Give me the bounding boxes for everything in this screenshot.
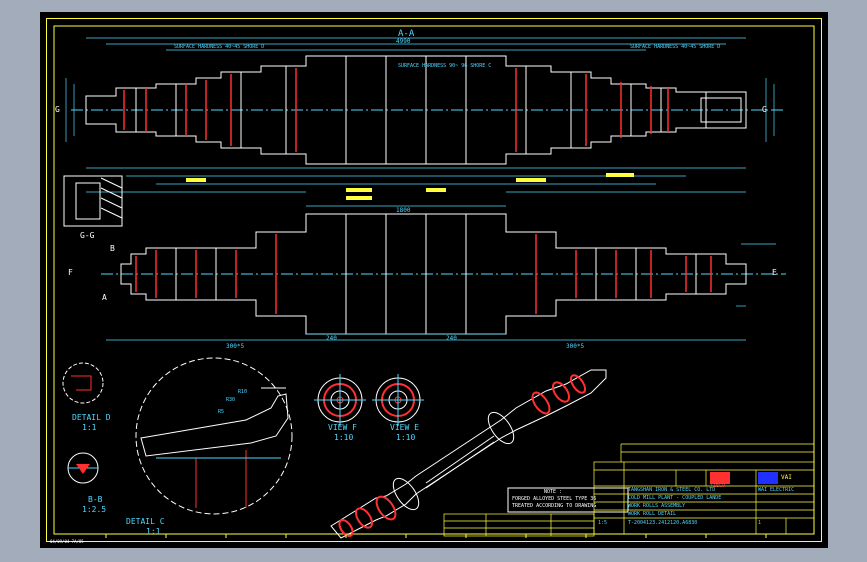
status-stamp: 04/09/04 7A/85 xyxy=(50,539,84,544)
segment1-dim: 240 xyxy=(326,335,337,342)
company-left-name: TIECO xyxy=(710,483,726,489)
drawing-scale: 1:5 xyxy=(598,520,608,526)
left-length-dim: 300*5 xyxy=(226,343,245,350)
title-block-frame xyxy=(593,443,815,535)
company-right-name: VAI xyxy=(781,474,792,481)
detail-d-scale: 1:1 xyxy=(82,423,97,432)
section-bb xyxy=(67,452,99,484)
section-g-right: G xyxy=(762,105,767,114)
section-bb-scale: 1:2.5 xyxy=(82,505,107,514)
view-f-scale: 1:10 xyxy=(334,433,354,442)
shaft-side-grooves xyxy=(135,234,712,314)
view-e-drawing xyxy=(372,374,424,426)
note-line1: FORGED ALLOYED STEEL TYPE 36 xyxy=(512,496,597,502)
client-name: WAI ELECTRIC xyxy=(758,487,795,493)
cad-drawing xyxy=(46,18,822,542)
view-f-drawing xyxy=(314,374,366,426)
hardness-note-right: SURFACE HARDNESS 40~45 SHORE D xyxy=(630,44,721,50)
sheet-outer-frame xyxy=(46,18,822,542)
section-e-marker: E xyxy=(772,268,777,277)
title-line2: COLD MILL PLANT - COUPLED LANDE xyxy=(628,495,722,501)
side-dimension-lines xyxy=(106,205,776,341)
detail-c-scale: 1:1 xyxy=(146,527,161,536)
drawing-sheet: A-A 4990 SURFACE HARDNESS 40~45 SHORE D … xyxy=(46,18,822,544)
note-line2: TREATED ACCORDING TO DRAWING xyxy=(512,503,597,509)
detail-c-view xyxy=(135,357,293,515)
frame-ticks xyxy=(105,534,767,538)
section-aa-label: A-A xyxy=(398,29,415,39)
view-e-scale: 1:10 xyxy=(396,433,416,442)
shaft-top-view xyxy=(71,55,786,165)
right-length-dim: 300*5 xyxy=(566,343,585,350)
overall-length-dim: 4990 xyxy=(396,38,411,45)
shaft-top-grooves xyxy=(123,68,669,152)
detail-d-title: DETAIL D xyxy=(72,413,111,422)
note-heading: NOTE : xyxy=(544,489,563,495)
isometric-roll xyxy=(330,369,607,539)
section-a-marker: A xyxy=(102,293,107,302)
cad-viewport[interactable]: A-A 4990 SURFACE HARDNESS 40~45 SHORE D … xyxy=(40,12,828,548)
radius-r10: R10 xyxy=(238,389,248,395)
section-bb-title: B-B xyxy=(88,495,103,504)
vai-logo xyxy=(758,472,778,484)
hardness-note-left: SURFACE HARDNESS 40~45 SHORE D xyxy=(174,44,265,50)
section-b-marker: B xyxy=(110,244,115,253)
barrel-length-dim: 1800 xyxy=(396,207,411,214)
title-line3: WORK ROLLS ASSEMBLY xyxy=(628,503,686,509)
section-g-left: G xyxy=(55,105,60,114)
title-line4: WORK ROLL DETAIL xyxy=(628,511,677,517)
sheet-number: 1 xyxy=(758,520,762,526)
section-gg-label: G-G xyxy=(80,231,95,240)
radius-r5: R5 xyxy=(218,409,225,415)
gg-section-part xyxy=(63,175,123,227)
hardness-note-middle: SURFACE HARDNESS 90~ 96 SHORE C xyxy=(398,63,492,69)
section-f-marker: F xyxy=(68,268,73,277)
drawing-number: T-2004123.2412120.A6830 xyxy=(628,520,698,526)
note-box xyxy=(507,487,629,513)
detail-c-title: DETAIL C xyxy=(126,517,165,526)
shaft-side-view xyxy=(101,213,786,335)
detail-d-circle xyxy=(62,362,104,404)
radius-r30: R30 xyxy=(226,397,236,403)
view-f-title: VIEW F xyxy=(328,423,357,432)
top-dimension-lines xyxy=(65,37,775,193)
revision-table xyxy=(443,513,595,537)
top-dimension-markers xyxy=(186,173,634,200)
title-line1: TANGSHAN IRON & STEEL CO. LTD xyxy=(628,487,716,493)
tieco-logo xyxy=(710,472,730,484)
segment2-dim: 240 xyxy=(446,335,457,342)
view-e-title: VIEW E xyxy=(390,423,419,432)
sheet-inner-frame xyxy=(53,25,815,535)
